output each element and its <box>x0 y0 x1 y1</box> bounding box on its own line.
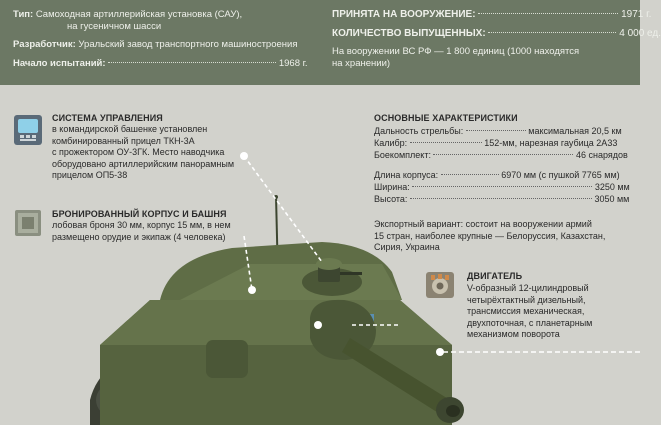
machine-gun <box>340 272 362 275</box>
engine-icon <box>425 271 455 299</box>
armor-line: размещено орудие и экипаж (4 человека) <box>52 231 226 242</box>
width-label: Ширина: <box>374 182 410 192</box>
armor-icon <box>14 209 42 237</box>
type-value-line-2: на гусеничном шасси <box>67 21 162 32</box>
width-row: Ширина: 3250 мм <box>374 182 630 193</box>
in-service-line-1: На вооружении ВС РФ — 1 800 единиц (1000… <box>332 46 580 57</box>
ammo-label: Боекомплект: <box>374 150 431 160</box>
export-text: Экспортный вариант: состоит на вооружени… <box>374 219 605 254</box>
vehicle-illustration <box>90 152 640 425</box>
armor-text: лобовая броня 30 мм, корпус 15 мм, в нем… <box>52 220 231 243</box>
produced-leader <box>488 32 617 33</box>
side-hatch <box>206 340 248 378</box>
engine-line: двухпоточная, с планетарным <box>467 317 593 328</box>
produced-label: КОЛИЧЕСТВО ВЫПУЩЕННЫХ: <box>332 28 486 39</box>
test-start-label: Начало испытаний: <box>13 58 106 69</box>
engine-line: механизмом поворота <box>467 329 560 339</box>
engine-line: трансмиссия механическая, <box>467 306 585 316</box>
engine-title: ДВИГАТЕЛЬ <box>467 271 523 281</box>
in-service-line-2: на хранении) <box>332 58 391 69</box>
control-line: прицелом ОП5-38 <box>52 170 128 180</box>
specs-title: ОСНОВНЫЕ ХАРАКТЕРИСТИКИ <box>374 113 518 123</box>
armor-callout-line <box>243 235 253 291</box>
length-row: Длина корпуса: 6970 мм (с пушкой 7765 мм… <box>374 170 620 181</box>
armor-line: лобовая броня 30 мм, корпус 15 мм, в нем <box>52 220 231 230</box>
adopted-leader <box>478 13 619 14</box>
caliber-row: Калибр: 152-мм, нарезная гаубица 2А33 <box>374 138 617 149</box>
developer-row: Разработчик: Уральский завод транспортно… <box>13 39 297 51</box>
export-line: Сирия, Украина <box>374 242 440 252</box>
height-label: Высота: <box>374 194 408 204</box>
ammo-value: 46 снарядов <box>575 150 628 160</box>
engine-line: четырёхтактный дизельный, <box>467 294 586 305</box>
height-row: Высота: 3050 мм <box>374 194 629 205</box>
engine-line: V-образный 12-цилиндровый <box>467 283 589 293</box>
type-value: Самоходная артиллерийская установка (САУ… <box>35 9 243 20</box>
gun-barrel <box>342 338 450 414</box>
export-line: Экспортный вариант: состоит на вооружени… <box>374 219 592 229</box>
control-title: СИСТЕМА УПРАВЛЕНИЯ <box>52 113 163 123</box>
range-value: максимальная 20,5 км <box>528 126 622 136</box>
control-line: оборудовано артиллерийским панорамным <box>52 158 235 169</box>
length-value: 6970 мм (с пушкой 7765 мм) <box>501 170 620 180</box>
header-band: Тип: Самоходная артиллерийская установка… <box>0 0 661 85</box>
export-line: 15 стран, наиболее крупные — Белоруссия,… <box>374 230 606 241</box>
length-label: Длина корпуса: <box>374 170 439 180</box>
armor-title: БРОНИРОВАННЫЙ КОРПУС И БАШНЯ <box>52 209 227 219</box>
range-row: Дальность стрельбы: максимальная 20,5 км <box>374 126 622 137</box>
control-callout-line <box>243 155 323 263</box>
type-row: Тип: Самоходная артиллерийская установка… <box>13 9 242 21</box>
control-line: комбинированный прицел ТКН-3А <box>52 135 195 146</box>
range-label: Дальность стрельбы: <box>374 126 464 136</box>
control-line: в командирской башенке установлен <box>52 124 208 134</box>
control-system-icon <box>14 115 42 145</box>
test-start-leader <box>108 62 277 63</box>
ammo-row: Боекомплект: 46 снарядов <box>374 150 628 161</box>
control-text: в командирской башенке установлен комбин… <box>52 124 234 182</box>
caliber-value: 152-мм, нарезная гаубица 2А33 <box>484 138 618 148</box>
caliber-label: Калибр: <box>374 138 408 148</box>
developer-value: Уральский завод транспортного машиностро… <box>78 39 298 50</box>
width-value: 3250 мм <box>594 182 630 192</box>
engine-text: V-образный 12-цилиндровый четырёхтактный… <box>467 283 592 341</box>
test-start-value: 1968 г. <box>278 58 308 69</box>
adopted-label: ПРИНЯТА НА ВООРУЖЕНИЕ: <box>332 9 476 20</box>
type-label: Тип: <box>13 9 34 20</box>
control-line: с прожектором ОУ-3ГК. Место наводчика <box>52 147 225 157</box>
adopted-row: ПРИНЯТА НА ВООРУЖЕНИЕ: 1971 г. <box>332 9 651 21</box>
developer-label: Разработчик: <box>13 39 76 50</box>
produced-row: КОЛИЧЕСТВО ВЫПУЩЕННЫХ: 4 000 ед. <box>332 28 661 40</box>
test-start-row: Начало испытаний: 1968 г. <box>13 58 308 70</box>
height-value: 3050 мм <box>594 194 630 204</box>
produced-value: 4 000 ед. <box>619 28 661 39</box>
adopted-value: 1971 г. <box>621 9 652 20</box>
